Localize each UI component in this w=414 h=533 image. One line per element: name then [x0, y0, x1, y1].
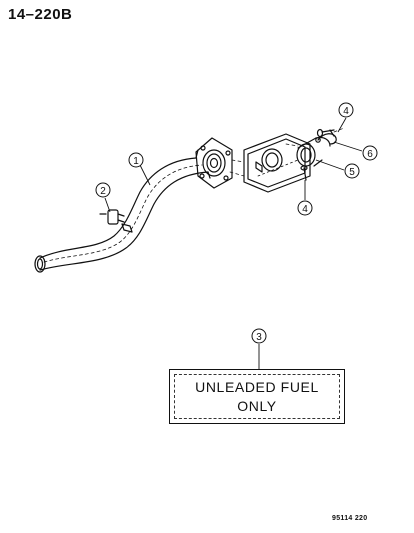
- leader-lines: [104, 117, 363, 369]
- callout-5-circle: [344, 163, 360, 179]
- alignment-lines: [229, 127, 345, 177]
- label-line-1: UNLEADED FUEL: [195, 378, 319, 395]
- cap-tether: [315, 133, 337, 145]
- page-label: 14–220B: [8, 6, 73, 23]
- callout-2: 2: [100, 186, 106, 197]
- callout-4-top: 4: [343, 106, 349, 117]
- filler-housing: [243, 133, 311, 193]
- hose-clamp: [99, 209, 133, 233]
- filler-tube: [34, 149, 211, 273]
- callout-6: 6: [367, 149, 373, 160]
- screw-top: [316, 128, 335, 138]
- callout-4-bottom: 4: [302, 204, 308, 215]
- label-line-2: ONLY: [237, 397, 277, 414]
- callout-3: 3: [256, 332, 262, 343]
- callout-1-circle: [128, 152, 144, 168]
- filler-neck-flange: [195, 137, 233, 189]
- callout-3-circle: [251, 328, 267, 344]
- document-code: 95114 220: [332, 515, 368, 522]
- callout-6-circle: [362, 145, 378, 161]
- fuel-cap: [296, 136, 331, 167]
- callout-4-bottom-circle: [297, 200, 313, 216]
- screw-bottom: [300, 165, 308, 181]
- unleaded-fuel-label: UNLEADED FUEL ONLY: [169, 369, 345, 424]
- callout-2-circle: [95, 182, 111, 198]
- label-inner-border: UNLEADED FUEL ONLY: [174, 374, 340, 419]
- callout-1: 1: [133, 156, 139, 167]
- callout-5: 5: [349, 167, 355, 178]
- callout-4-top-circle: [338, 102, 354, 118]
